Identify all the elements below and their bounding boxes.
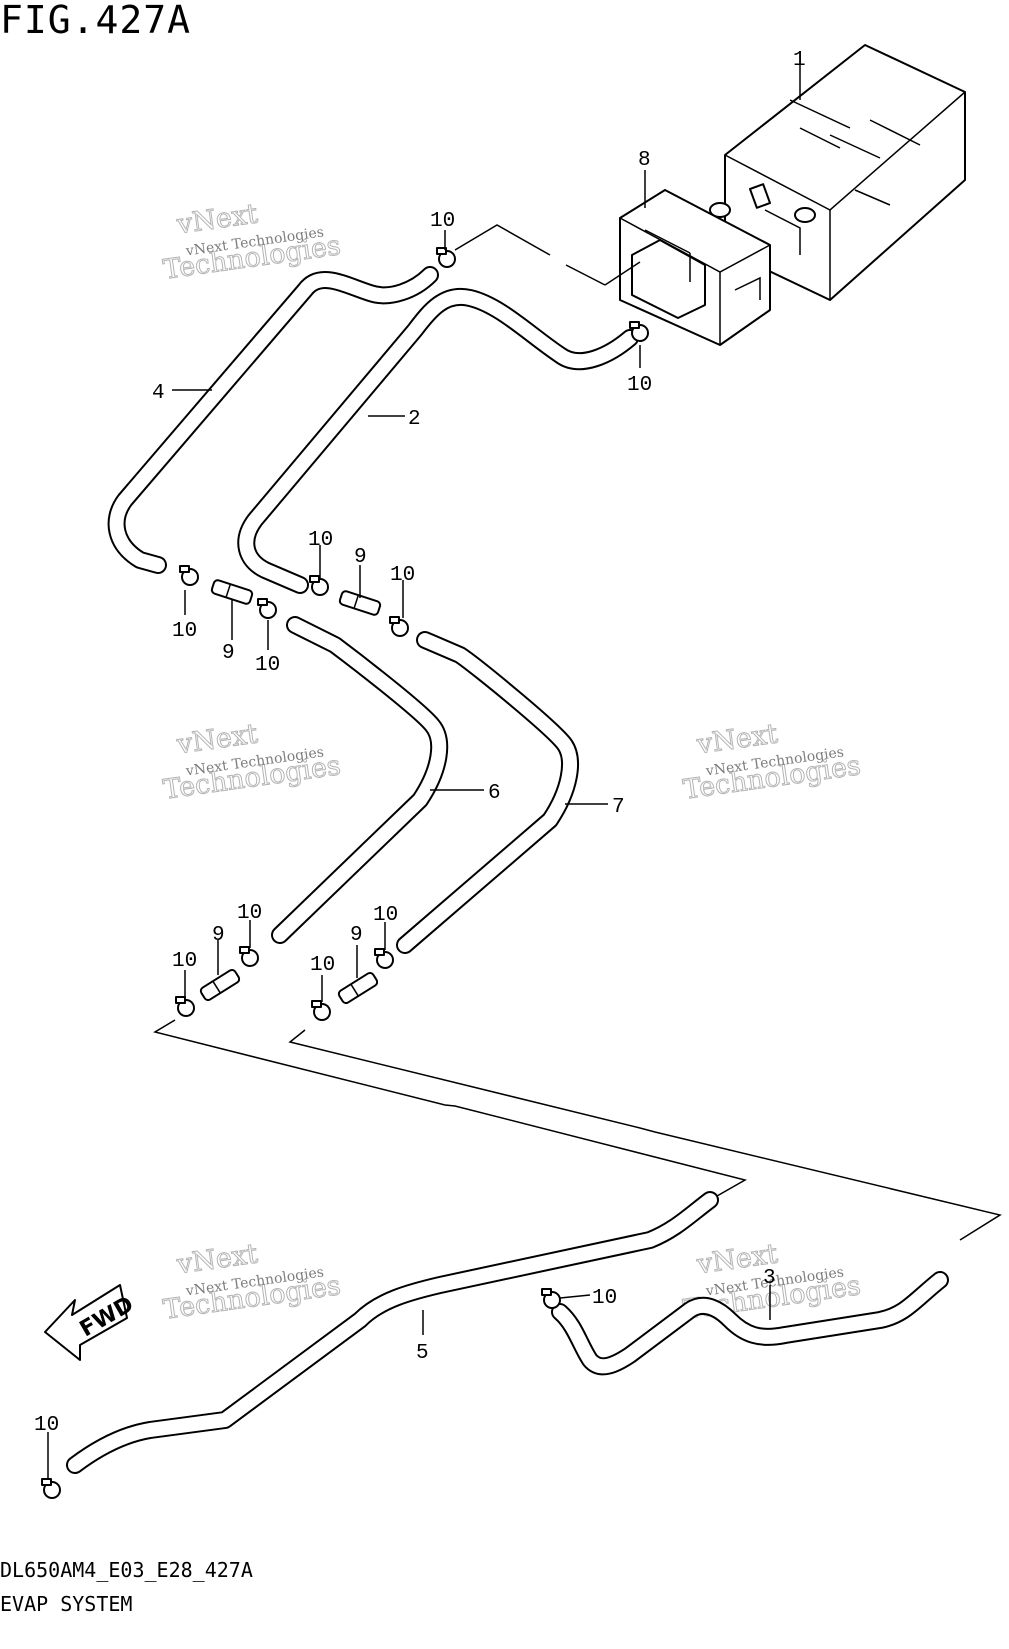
watermark-mid-right: vNext Technologies vNext Technologies [681,718,863,806]
hose-2 [237,287,639,594]
hose-3 [551,1271,949,1376]
joint-icon [210,579,254,605]
clamp-icon [629,321,649,342]
callout-10: 10 [308,529,333,552]
canister-bracket [619,189,771,346]
callout-6: 6 [488,782,501,805]
clamp-icon [541,1288,561,1309]
clamp-icon [436,247,456,268]
callout-9: 9 [212,924,225,947]
connection-lines-lower [153,1019,1002,1241]
callout-8: 8 [638,149,651,172]
callout-9: 9 [354,546,367,569]
callout-10: 10 [34,1414,59,1437]
callouts: 1 8 10 10 4 2 10 9 10 10 9 10 6 7 10 9 1… [34,49,806,1437]
fwd-arrow-icon: FWD [44,1284,138,1361]
hose-5 [66,1191,719,1474]
callout-10: 10 [172,620,197,643]
callout-5: 5 [416,1342,429,1365]
hose-6 [271,616,449,944]
watermark-bottom-left: vNext Technologies vNext Technologies [161,1238,343,1326]
callout-10: 10 [172,950,197,973]
clamp-icon [175,996,195,1017]
clamp-icon [389,616,409,637]
callout-10: 10 [237,902,262,925]
leader-lines [47,65,801,1480]
clamp-icon [374,948,394,969]
clamp-icon [239,946,259,967]
joint-icon [337,971,379,1005]
callout-10: 10 [627,374,652,397]
clamp-icon [309,575,329,596]
callout-3: 3 [763,1267,776,1290]
callout-9: 9 [350,924,363,947]
callout-10: 10 [592,1287,617,1310]
callout-9: 9 [222,642,235,665]
hose-4 [107,266,439,574]
hose-7 [396,631,579,954]
callout-10: 10 [430,210,455,233]
watermark-mid-left: vNext Technologies vNext Technologies [161,718,343,806]
callout-4: 4 [152,382,165,405]
figure-code: DL650AM4_E03_E28_427A [0,1558,253,1582]
figure-title: FIG.427A [0,0,192,42]
clamp-icon [257,598,277,619]
clamp-icon [41,1478,61,1499]
callout-10: 10 [390,564,415,587]
figure-name: EVAP SYSTEM [0,1592,133,1616]
callout-2: 2 [408,408,421,431]
callout-7: 7 [612,796,625,819]
connection-lines-top [454,224,641,286]
callout-10: 10 [310,954,335,977]
callout-10: 10 [373,904,398,927]
callout-10: 10 [255,654,280,677]
watermark-top-left: vNext Technologies vNext Technologies [161,198,343,286]
joint-icon [199,968,241,1002]
clamp-icon [311,1000,331,1021]
callout-1: 1 [793,49,806,72]
joint-icon [338,590,382,616]
clamp-icon [179,565,199,586]
